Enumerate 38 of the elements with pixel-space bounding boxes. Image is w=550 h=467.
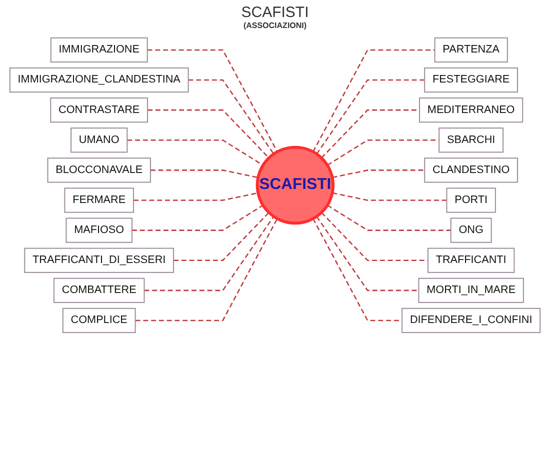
connector	[316, 79, 425, 154]
node-circle: SCAFISTI	[256, 146, 335, 225]
connector	[133, 192, 258, 201]
node-box: DIFENDERE_I_CONFINI	[402, 308, 541, 334]
node-box: TRAFFICANTI_DI_ESSERI	[24, 248, 174, 273]
node-box: UMANO	[70, 128, 128, 153]
node-box: IMMIGRAZIONE_CLANDESTINA	[9, 67, 189, 93]
connector	[332, 192, 447, 201]
connector	[327, 204, 451, 231]
node-box: MEDITERRANEO	[419, 98, 524, 123]
node-box: FESTEGGIARE	[424, 67, 518, 93]
connector	[148, 109, 270, 158]
connector	[150, 170, 258, 178]
connector	[147, 49, 278, 152]
connector	[132, 204, 264, 231]
diagram-title: SCAFISTI	[240, 4, 310, 21]
node-box: COMBATTERE	[53, 278, 145, 303]
node-box: MAFIOSO	[66, 218, 132, 243]
connector	[144, 216, 274, 292]
node-box: TRAFFICANTI	[427, 248, 515, 273]
node-box: CONTRASTARE	[50, 98, 148, 123]
connector	[135, 218, 278, 322]
node-box: FERMARE	[64, 188, 134, 213]
node-box: MORTI_IN_MARE	[418, 278, 524, 303]
node-box: BLOCCONAVALE	[47, 158, 151, 183]
node-box: PARTENZA	[434, 37, 508, 63]
node-box: IMMIGRAZIONE	[50, 37, 148, 63]
connector	[312, 49, 435, 152]
node-box: CLANDESTINO	[424, 158, 518, 183]
connector	[174, 212, 270, 261]
node-box: SBARCHI	[438, 128, 504, 153]
connector	[332, 170, 425, 178]
node-box: COMPLICE	[62, 308, 136, 334]
subtitle: (ASSOCIAZIONI)	[242, 21, 308, 30]
connector	[316, 216, 419, 292]
node-box: ONG	[450, 218, 492, 243]
connector	[188, 79, 274, 154]
node-box: PORTI	[446, 188, 496, 213]
